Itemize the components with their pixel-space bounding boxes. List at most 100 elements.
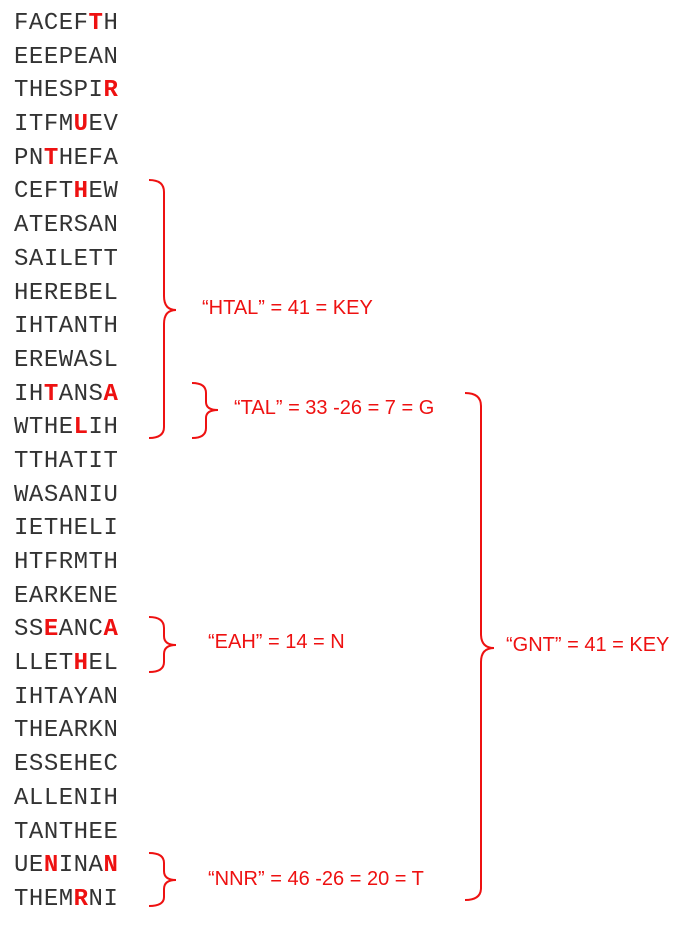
grid-row: ESSEHEC	[14, 748, 118, 782]
grid-letter: I	[103, 515, 119, 543]
grid-row: IETHELI	[14, 512, 118, 546]
grid-letter: H	[43, 414, 59, 442]
grid-row: ITFMUEV	[14, 108, 118, 142]
grid-letter: C	[43, 10, 59, 37]
grid-letter: R	[43, 582, 59, 610]
grid-letter: A	[58, 380, 74, 408]
grid-letter: E	[43, 650, 59, 678]
grid-letter: T	[58, 650, 74, 678]
highlighted-letter: U	[73, 111, 89, 139]
grid-letter: A	[58, 616, 74, 644]
grid-letter: E	[14, 582, 29, 610]
grid-letter: L	[14, 650, 29, 678]
grid-letter: H	[14, 279, 29, 307]
highlighted-letter: R	[103, 77, 119, 105]
grid-letter: E	[103, 818, 119, 846]
grid-letter: T	[14, 447, 29, 475]
grid-letter: W	[103, 178, 119, 206]
bracket-tal	[191, 382, 219, 439]
grid-letter: M	[58, 885, 74, 913]
highlighted-letter: T	[43, 144, 59, 172]
grid-row: WTHELIH	[14, 411, 118, 445]
grid-letter: F	[43, 178, 59, 206]
grid-letter: A	[14, 212, 29, 240]
grid-letter: U	[103, 481, 119, 509]
bracket-eah	[148, 616, 177, 673]
grid-letter: N	[73, 481, 89, 509]
grid-letter: I	[58, 852, 74, 880]
grid-letter: C	[88, 616, 104, 644]
grid-letter: F	[14, 10, 29, 37]
grid-letter: T	[28, 447, 44, 475]
grid-letter: E	[14, 751, 29, 779]
grid-letter: A	[58, 683, 74, 711]
grid-letter: A	[88, 43, 104, 71]
grid-letter: L	[58, 245, 74, 273]
grid-letter: H	[43, 447, 59, 475]
grid-letter: E	[43, 885, 59, 913]
grid-letter: T	[88, 245, 104, 273]
grid-row: IHTAYAN	[14, 681, 118, 715]
grid-letter: T	[14, 818, 29, 846]
highlighted-letter: N	[43, 852, 59, 880]
grid-row: SSEANCA	[14, 613, 118, 647]
grid-letter: I	[43, 245, 59, 273]
grid-letter: T	[28, 549, 44, 576]
grid-letter: E	[73, 515, 89, 543]
grid-letter: T	[28, 414, 44, 442]
grid-letter: A	[73, 346, 89, 374]
grid-letter: R	[58, 212, 74, 240]
grid-letter: H	[28, 717, 44, 745]
grid-letter: E	[14, 43, 29, 71]
grid-letter: A	[88, 212, 104, 240]
grid-letter: H	[28, 380, 44, 408]
grid-letter: K	[88, 717, 104, 745]
grid-letter: P	[58, 43, 74, 71]
grid-letter: A	[58, 481, 74, 509]
grid-letter: E	[73, 144, 89, 172]
grid-letter: E	[73, 582, 89, 610]
annotation-nnr: “NNR” = 46 -26 = 20 = T	[208, 868, 424, 890]
grid-row: FACEFTH	[14, 7, 118, 41]
grid-letter: N	[73, 784, 89, 812]
grid-letter: A	[28, 10, 44, 37]
grid-letter: E	[28, 852, 44, 880]
grid-letter: L	[88, 515, 104, 543]
grid-letter: L	[103, 346, 119, 374]
grid-letter: E	[88, 279, 104, 307]
grid-letter: N	[103, 717, 119, 745]
grid-letter: H	[73, 751, 89, 779]
grid-letter: E	[43, 717, 59, 745]
grid-letter: H	[28, 77, 44, 105]
grid-letter: U	[14, 852, 29, 880]
grid-letter: T	[73, 447, 89, 475]
grid-letter: H	[103, 313, 119, 341]
grid-letter: T	[28, 111, 44, 139]
highlighted-letter: T	[43, 380, 59, 408]
grid-letter: H	[28, 683, 44, 711]
grid-row: ATERSAN	[14, 209, 118, 243]
grid-letter: T	[14, 885, 29, 913]
grid-letter: E	[58, 10, 74, 37]
grid-letter: E	[88, 751, 104, 779]
grid-letter: E	[14, 346, 29, 374]
grid-letter: L	[43, 784, 59, 812]
grid-letter: N	[73, 313, 89, 341]
highlighted-letter: E	[43, 616, 59, 644]
grid-letter: E	[43, 212, 59, 240]
grid-letter: S	[43, 751, 59, 779]
grid-letter: S	[28, 751, 44, 779]
bracket-htal	[148, 179, 177, 439]
grid-letter: W	[14, 481, 29, 509]
grid-letter: T	[88, 313, 104, 341]
grid-letter: E	[28, 279, 44, 307]
grid-letter: N	[88, 885, 104, 913]
grid-letter: E	[43, 43, 59, 71]
annotation-eah: “EAH” = 14 = N	[208, 631, 345, 653]
grid-letter: H	[14, 549, 29, 576]
annotation-tal: “TAL” = 33 -26 = 7 = G	[234, 397, 435, 419]
grid-letter: A	[88, 683, 104, 711]
grid-letter: R	[58, 549, 74, 576]
grid-letter: E	[43, 346, 59, 374]
grid-row: TANTHEE	[14, 816, 118, 850]
